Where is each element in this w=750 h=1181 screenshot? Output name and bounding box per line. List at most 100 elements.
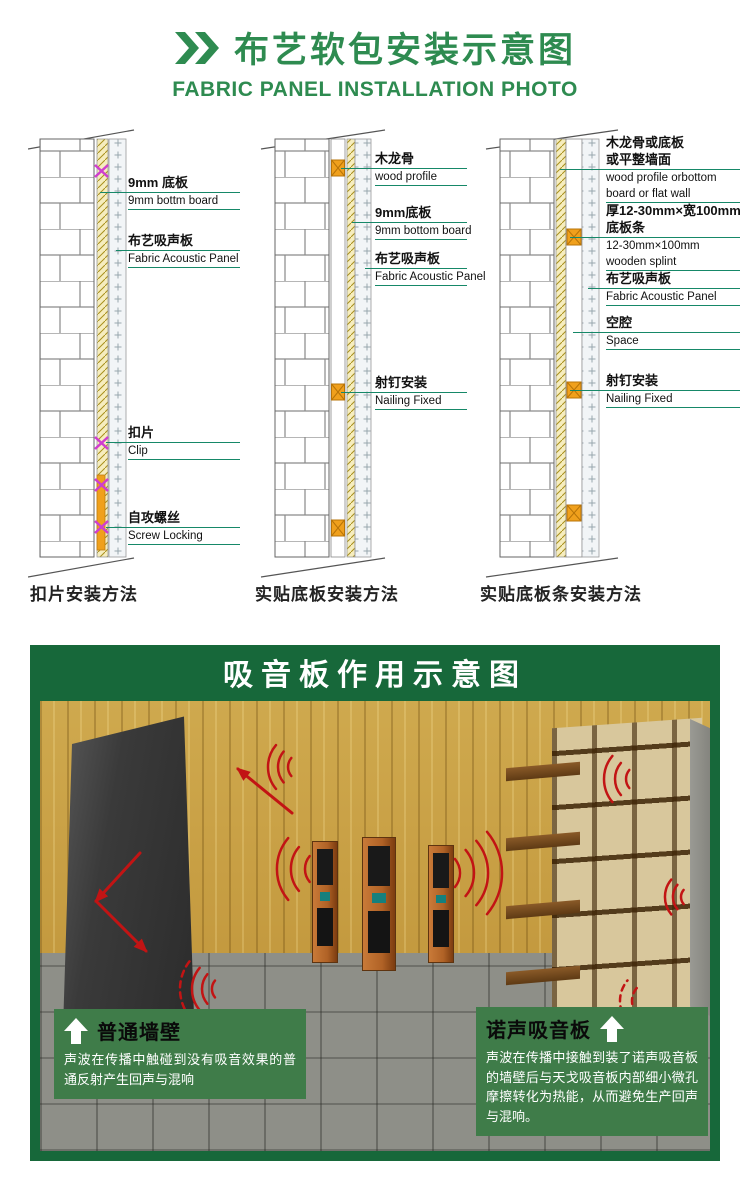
label-underline [606, 169, 740, 170]
title-row: 布艺软包安装示意图 [0, 22, 750, 73]
label-underline [375, 222, 467, 223]
page-header: 布艺软包安装示意图 FABRIC PANEL INSTALLATION PHOT… [0, 22, 750, 102]
diagram-caption: 实贴底板安装方法 [255, 585, 399, 604]
leader-line [352, 222, 375, 223]
leader-line [106, 442, 128, 443]
label-underline [606, 202, 740, 203]
label-underline [128, 192, 240, 193]
label-cn: 布艺吸声板 [128, 233, 194, 248]
label-cn: 扣片 [128, 425, 155, 440]
label-underline [606, 288, 740, 289]
label-underline [375, 285, 467, 286]
leader-line [341, 392, 375, 393]
label-underline [128, 459, 240, 460]
label-underline [128, 442, 240, 443]
leader-line [341, 168, 375, 169]
label-en: Fabric Acoustic Panel [375, 271, 486, 283]
label-wooden-splint: 厚12-30mm×宽100mm 底板条 12-30mm×100mm wooden… [606, 203, 741, 271]
wood-profile-layer [330, 138, 346, 558]
label-underline [128, 250, 240, 251]
label-cn: 木龙骨 [375, 151, 415, 166]
label-fabric-panel: 布艺吸声板 Fabric Acoustic Panel [128, 233, 240, 268]
page-title: 布艺软包安装示意图 [233, 31, 576, 70]
fabric-panel-layer [581, 138, 600, 558]
label-wood-profile-or-board: 木龙骨或底板 或平整墙面 wood profile orbottom board… [606, 135, 740, 203]
label-underline [375, 168, 467, 169]
label-underline [128, 527, 240, 528]
label-en: 9mm bottom board [375, 225, 472, 237]
label-underline [375, 409, 467, 410]
speaker-grill [432, 909, 450, 947]
wood-batten [96, 474, 106, 551]
label-underline [606, 390, 740, 391]
label-fabric-panel: 布艺吸声板 Fabric Acoustic Panel [606, 271, 740, 306]
label-underline [375, 392, 467, 393]
callout-header: 诺声吸音板 [486, 1014, 698, 1043]
label-cn: 或平整墙面 [606, 152, 672, 167]
label-cn: 布艺吸声板 [375, 251, 441, 266]
brick-wall [274, 138, 330, 558]
label-en: wood profile [375, 171, 438, 183]
label-en: 12-30mm×100mm [606, 240, 700, 252]
label-en: 9mm bottm board [128, 195, 219, 207]
label-space: 空腔 Space [606, 315, 740, 350]
callout-body: 声波在传播中触碰到没有吸音效果的普通反射产生回声与混响 [64, 1052, 296, 1087]
label-en: board or flat wall [606, 188, 691, 200]
label-underline [606, 349, 740, 350]
label-underline [606, 332, 740, 333]
label-en: wood profile orbottom [606, 172, 717, 184]
up-arrow-icon [64, 1017, 88, 1044]
leader-line [570, 390, 606, 391]
label-fabric-panel: 布艺吸声板 Fabric Acoustic Panel [375, 251, 486, 286]
fabric-panel-layer [108, 138, 127, 558]
right-wall-edge [690, 719, 710, 1025]
callout-ordinary-wall: 普通墙壁 声波在传播中触碰到没有吸音效果的普通反射产生回声与混响 [54, 1009, 306, 1099]
diagram-board-strip-method: 木龙骨或底板 或平整墙面 wood profile orbottom board… [478, 125, 744, 604]
diagram-2-drawing [260, 129, 386, 578]
double-chevron-icon [174, 31, 219, 64]
speaker-grill [316, 908, 334, 947]
label-en: Clip [128, 445, 148, 457]
diagram-caption: 扣片安装方法 [30, 585, 138, 604]
diagram-board-method: 木龙骨 wood profile 9mm底板 9mm bottom board … [253, 125, 486, 604]
space-cavity-layer [565, 138, 583, 558]
label-en: wooden splint [606, 256, 677, 268]
leader-line [570, 237, 606, 238]
label-underline [606, 270, 740, 271]
speaker-right [428, 845, 454, 963]
label-cn: 木龙骨或底板 [606, 135, 685, 150]
bottom-board-layer [346, 138, 356, 558]
speaker-grill [367, 845, 391, 886]
brick-wall [499, 138, 555, 558]
callout-title: 诺声吸音板 [486, 1020, 591, 1042]
speaker-grill [316, 849, 334, 886]
label-en: Space [606, 335, 639, 347]
label-cn: 射钉安装 [375, 375, 428, 390]
speaker-display [319, 892, 331, 901]
leader-line [588, 288, 606, 289]
scene-title: 吸音板作用示意图 [223, 659, 527, 692]
brick-wall [39, 138, 95, 558]
leader-line [100, 192, 128, 193]
label-cn: 空腔 [606, 315, 633, 330]
bottom-board-layer [96, 138, 109, 558]
label-underline [606, 305, 740, 306]
label-screw: 自攻螺丝 Screw Locking [128, 510, 240, 545]
label-underline [606, 407, 740, 408]
leader-line [365, 268, 375, 269]
callout-header: 普通墙壁 [64, 1016, 296, 1045]
label-cn: 布艺吸声板 [606, 271, 672, 286]
label-nailing: 射钉安装 Nailing Fixed [606, 373, 740, 408]
label-underline [375, 185, 467, 186]
diagram-clip-method: 9mm 底板 9mm bottm board 布艺吸声板 Fabric Acou… [28, 125, 246, 604]
label-underline [375, 239, 467, 240]
label-en: Fabric Acoustic Panel [606, 291, 717, 303]
label-underline [606, 237, 740, 238]
label-cn: 自攻螺丝 [128, 510, 181, 525]
label-underline [128, 267, 240, 268]
label-9mm-board: 9mm 底板 9mm bottm board [128, 175, 240, 210]
ordinary-wall-panel [62, 716, 194, 1055]
speaker-left [312, 841, 338, 963]
label-underline [128, 544, 240, 545]
